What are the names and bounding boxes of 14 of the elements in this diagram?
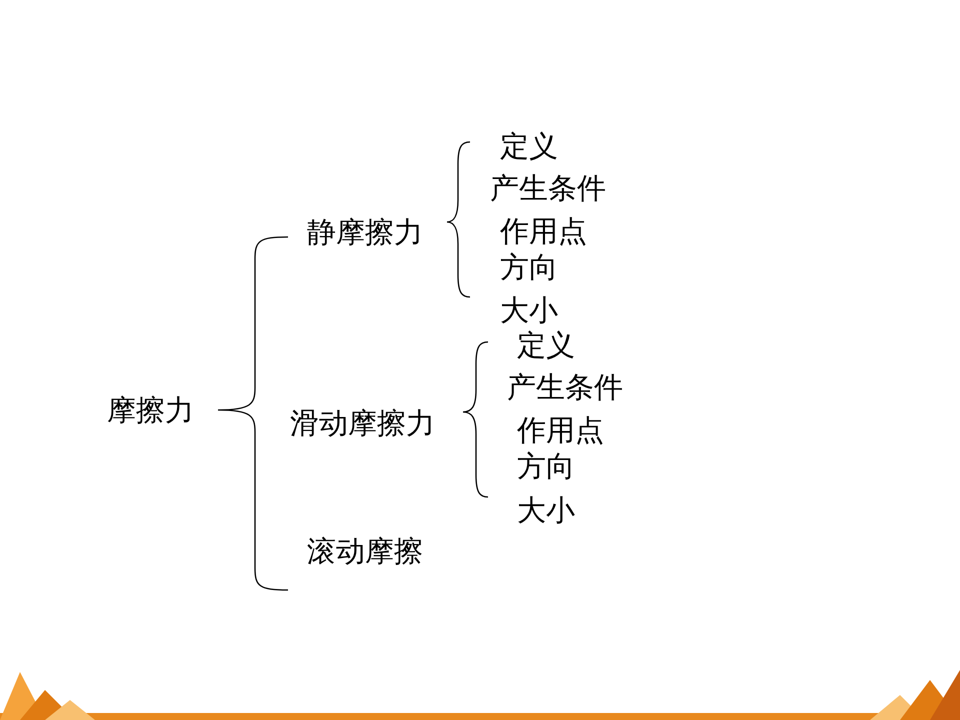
label-text: 定义 [517,328,575,362]
label-text: 大小 [500,293,558,327]
label-text: 定义 [500,129,558,163]
label-text: 静摩擦力 [307,215,423,249]
label-text: 作用点 [500,214,587,248]
label-text: 作用点 [517,413,604,447]
label-text: 产生条件 [490,171,606,205]
label-text: 大小 [517,493,575,527]
label-text: 滑动摩擦力 [290,406,435,440]
label-text: 方向 [517,449,575,483]
label-text: 产生条件 [507,370,623,404]
label-text: 方向 [500,250,558,284]
label-text: 摩擦力 [107,393,194,427]
label-text: 滚动摩擦 [307,534,423,568]
